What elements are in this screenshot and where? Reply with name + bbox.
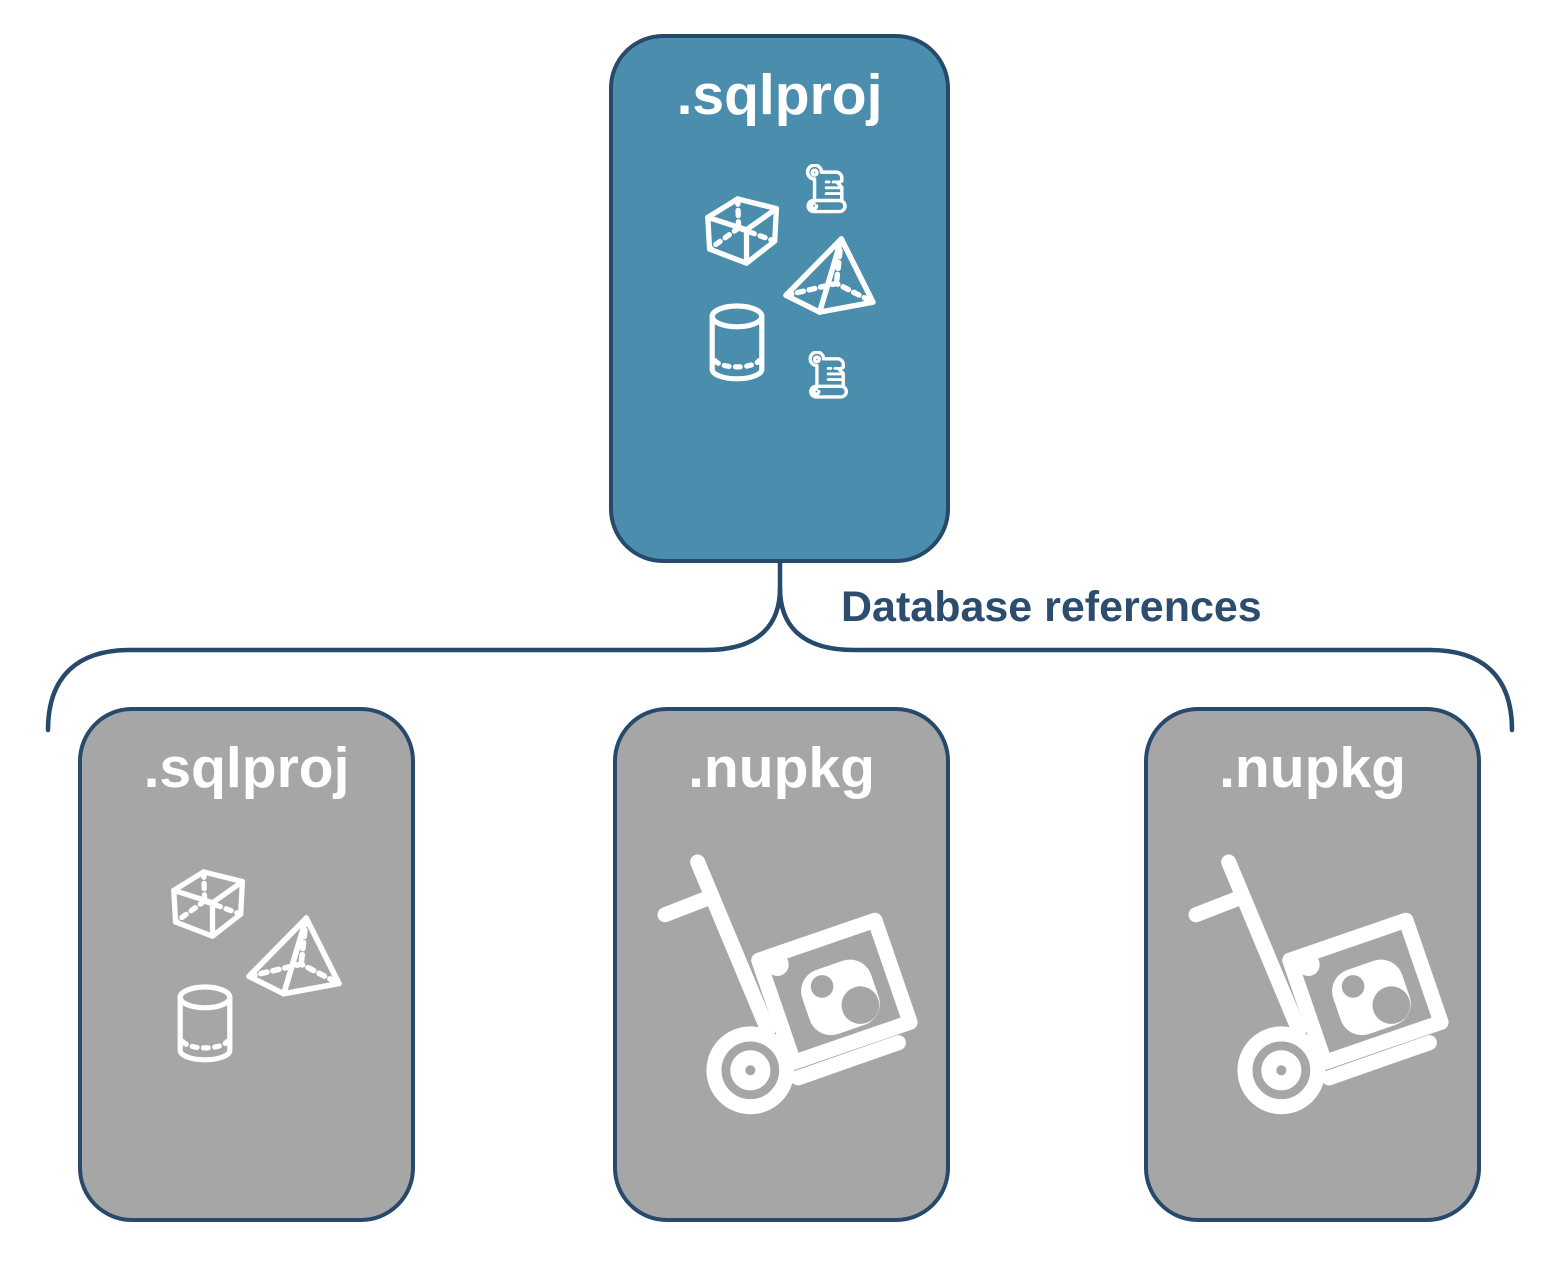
child-node-title: .nupkg xyxy=(1219,736,1406,800)
cube-icon xyxy=(699,191,787,279)
root-node-title: .sqlproj xyxy=(676,63,883,127)
node-child-nupkg: .nupkg xyxy=(1144,707,1481,1222)
node-child-nupkg: .nupkg xyxy=(613,707,950,1222)
cylinder-icon xyxy=(704,302,770,382)
node-child-sqlproj: .sqlproj xyxy=(78,707,415,1222)
node-root-sqlproj: .sqlproj xyxy=(609,34,950,563)
child-node-title: .sqlproj xyxy=(143,736,350,800)
cylinder-icon xyxy=(172,983,238,1063)
connector-label: Database references xyxy=(841,583,1262,631)
nuget-package-dolly-icon xyxy=(1186,854,1462,1116)
child-node-title: .nupkg xyxy=(688,736,875,800)
pyramid-icon xyxy=(780,234,879,323)
scroll-icon xyxy=(796,164,854,222)
cube-icon xyxy=(165,864,253,952)
scroll-icon xyxy=(799,351,855,407)
nuget-package-dolly-icon xyxy=(655,854,931,1116)
pyramid-icon xyxy=(242,913,346,1005)
